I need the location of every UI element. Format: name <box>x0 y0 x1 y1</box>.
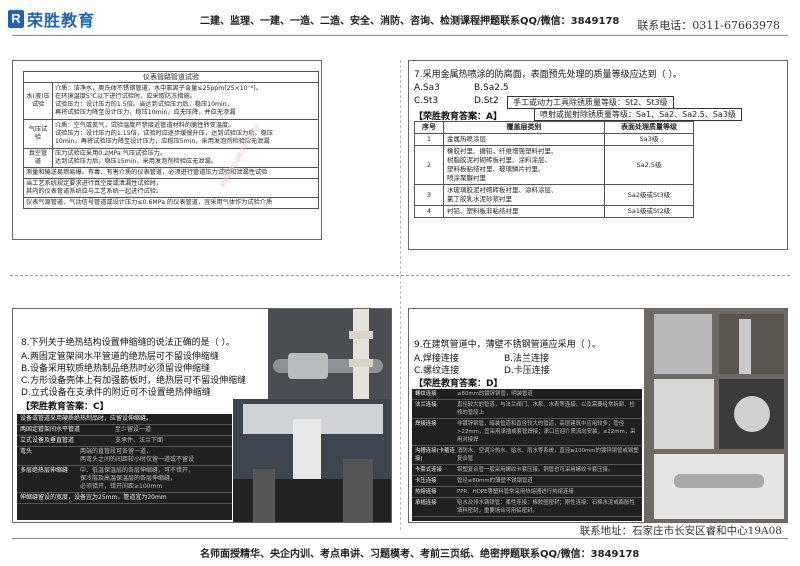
expansion-joint-table: 设备或管道采用硬质绝热制品时，应留设伸缩缝。 两固定管架间水平管道至少留设一道 … <box>17 414 232 520</box>
footer-divider <box>12 538 788 539</box>
table-row: 螺纹连接≤80mm的镀锌钢管，明装管道 <box>412 389 642 400</box>
table-row: 设备或管道采用硬质绝热制品时，应留设伸缩缝。 <box>17 414 232 425</box>
option-d: D.立式设备在支承件的附近可不设置绝热伸缩缝 <box>21 388 211 398</box>
page-divider-vertical <box>400 60 401 530</box>
table-row: 法兰连接直径较大的管道，与法兰阀门、水泵、水表等连接，以及需要经常拆卸、检修的管… <box>412 400 642 419</box>
option-a: A.两固定管架间水平管道的绝热层可不留设伸缩缝 <box>21 352 219 362</box>
logo-text: 荣胜教育 <box>27 11 96 30</box>
footer-address: 联系地址：石家庄市长安区睿和中心19A08 <box>579 525 782 537</box>
question-7-text: 7.采用金属热喷涂的防腐面，表面预先处理的质量等级应达到（ ）。 <box>414 70 682 80</box>
footer-course-text: 名师面授精华、央企内训、考点串讲、习题模考、考前三页纸、绝密押题联系QQ/微信：… <box>200 549 640 560</box>
logo: R 荣胜教育 <box>8 7 95 31</box>
table-caption: 仪表管路管道试验 <box>23 71 319 83</box>
pipe-connection-table: 螺纹连接≤80mm的镀锌钢管，明装管道 法兰连接直径较大的管道，与法兰阀门、水泵… <box>412 389 642 521</box>
table-row: 立式设备及垂直管道支承件、法兰下面 <box>17 436 232 447</box>
panel-question-9: 9.在建筑管道中，薄壁不锈钢管道应采用（ ）。 A.焊接连接 B.法兰连接 C.… <box>408 308 788 523</box>
question-9-text: 9.在建筑管道中，薄壁不锈钢管道应采用（ ）。 <box>414 340 601 350</box>
question-8-text: 8.下列关于绝热结构设置伸缩缝的说法正确的是（ ）。 <box>21 338 235 348</box>
table-row: 真空管道 压力试验应采用0.2MPa 气压试验压力。 达到试验压力后，稳压15m… <box>23 148 319 168</box>
answer-7: 【荣胜教育答案：A】 <box>414 112 502 122</box>
table-row: 1 金属热喷涂层 Sa3级 <box>414 133 694 146</box>
answer-8: 【荣胜教育答案：C】 <box>21 402 109 412</box>
table-row: 3 水玻璃胶泥衬砌砖板衬里、涂料涂层、 氯丁胶乳水泥砂浆衬里 Sa2级或St3级 <box>414 184 694 206</box>
table-row: 承插连接给水及排水铸铁管：柔性连接：橡胶圈密封；刚性连接：石棉水泥或膨胀性填料密… <box>412 498 642 517</box>
table-row: 仪表气源管道、气动信号管道或设计压力≤0.6MPa 的仪表管道，宜采用气体作为试… <box>23 197 319 209</box>
table-row: 测量和输送易燃易爆、有毒、有害介质的仪表管道，必须进行管道压力试验和泄漏性试验 <box>23 167 319 179</box>
table-row: 多层绝热层伸缩缝中、低温保温层的各层伸缩缝，可不错开， 保冷层及高温保温层的各层… <box>17 466 232 493</box>
header-phone: 联系电话：0311-67663978 <box>637 19 780 32</box>
coating-grade-table: 序号 覆盖层类别 表面处理质量等级 1 金属热喷涂层 Sa3级 2 橡胶衬里、搪… <box>414 121 694 218</box>
insulated-pipe-photo <box>268 309 391 399</box>
table-row: 伸缩缝留设的宽度，设备宜为25mm，管道宜为20mm <box>17 493 232 504</box>
table-row: 两固定管架间水平管道至少留设一道 <box>17 425 232 436</box>
table-row: 弯头两端的直管段可各留一道， 两弯头之间的间距较小时仅留一道或不留设 <box>17 447 232 466</box>
option-b: B.Sa2.5 <box>474 83 509 93</box>
header-divider <box>12 35 788 36</box>
option-b: B.法兰连接 <box>504 354 550 364</box>
panel-question-7: 7.采用金属热喷涂的防腐面，表面预先处理的质量等级应达到（ ）。 A.Sa3 B… <box>408 60 788 250</box>
table-row: 气压试验 介质：空气或氮气，试验温度严禁接近管道材料的脆性转变温度。 试验压力：… <box>23 119 319 149</box>
sa-grade-box: 喷射或抛射除锈质量等级：Sa1、Sa2、Sa2.5、Sa3级 <box>534 108 742 121</box>
pipe-fittings-photo <box>644 309 787 522</box>
option-c: C.St3 <box>414 96 439 106</box>
option-d: D.卡压连接 <box>504 366 550 376</box>
pipe-elbow-photo <box>233 399 391 522</box>
header-course-text: 二建、监理、一建、一造、二造、安全、消防、咨询、检测课程押题联系QQ/微信：38… <box>200 16 620 27</box>
pressure-test-table: 仪表管路管道试验 水(液)压试验 介质：洁净水，奥氏体不锈钢管道，水中氯离子含量… <box>23 71 319 209</box>
panel-question-8: 8.下列关于绝热结构设置伸缩缝的说法正确的是（ ）。 A.两固定管架间水平管道的… <box>12 308 392 523</box>
option-d: D.St2 <box>474 96 499 106</box>
table-row: 焊接连接非镀锌钢管，暗装管道和直径较大的管道，高层建筑中应用较多；管径>22mm… <box>412 419 642 446</box>
table-row: 4 衬铅、塑料板非粘结衬里 Sa1级或St2级 <box>414 205 694 218</box>
table-row: 沟槽连接(卡箍连接)消防水、空调冷热水、给水、雨水等系统，直径≥100mm的镀锌… <box>412 446 642 465</box>
table-row: 卡压连接管径≤80mm的薄壁不锈钢管道 <box>412 476 642 487</box>
table-row: 卡套式连接铝塑复合管一般采用螺纹卡套压接。铜管也可采用螺纹卡套压接。 <box>412 465 642 476</box>
table-row: 水(液)压试验 介质：洁净水，奥氏体不锈钢管道，水中氯离子含量≤25ppm(25… <box>23 82 319 120</box>
table-row: 2 橡胶衬里、搪铅、纤维增强塑料衬里、 树脂胶泥衬砌砖板衬里、涂料涂层、 塑料板… <box>414 145 694 185</box>
table-row: 当工艺系统规定要求进行真空度或泄漏性试验时， 其内的仪表管道系统应与工艺系统一起… <box>23 178 319 198</box>
option-c: C.方形设备壳体上有加强筋板时，绝热层可不留设伸缩缝 <box>21 376 247 386</box>
option-a: A.Sa3 <box>414 83 440 93</box>
answer-9: 【荣胜教育答案：D】 <box>414 379 503 389</box>
option-a: A.焊接连接 <box>414 354 459 364</box>
panel-pressure-test: 仪表管路管道试验 水(液)压试验 介质：洁净水，奥氏体不锈钢管道，水中氯离子含量… <box>12 60 322 240</box>
option-b: B.设备采用软质绝热制品绝热时必须留设伸缩缝 <box>21 364 211 374</box>
option-c: C.螺纹连接 <box>414 366 460 376</box>
page-header: R 荣胜教育 二建、监理、一建、一造、二造、安全、消防、咨询、检测课程押题联系Q… <box>0 0 800 34</box>
logo-icon: R <box>8 10 24 28</box>
